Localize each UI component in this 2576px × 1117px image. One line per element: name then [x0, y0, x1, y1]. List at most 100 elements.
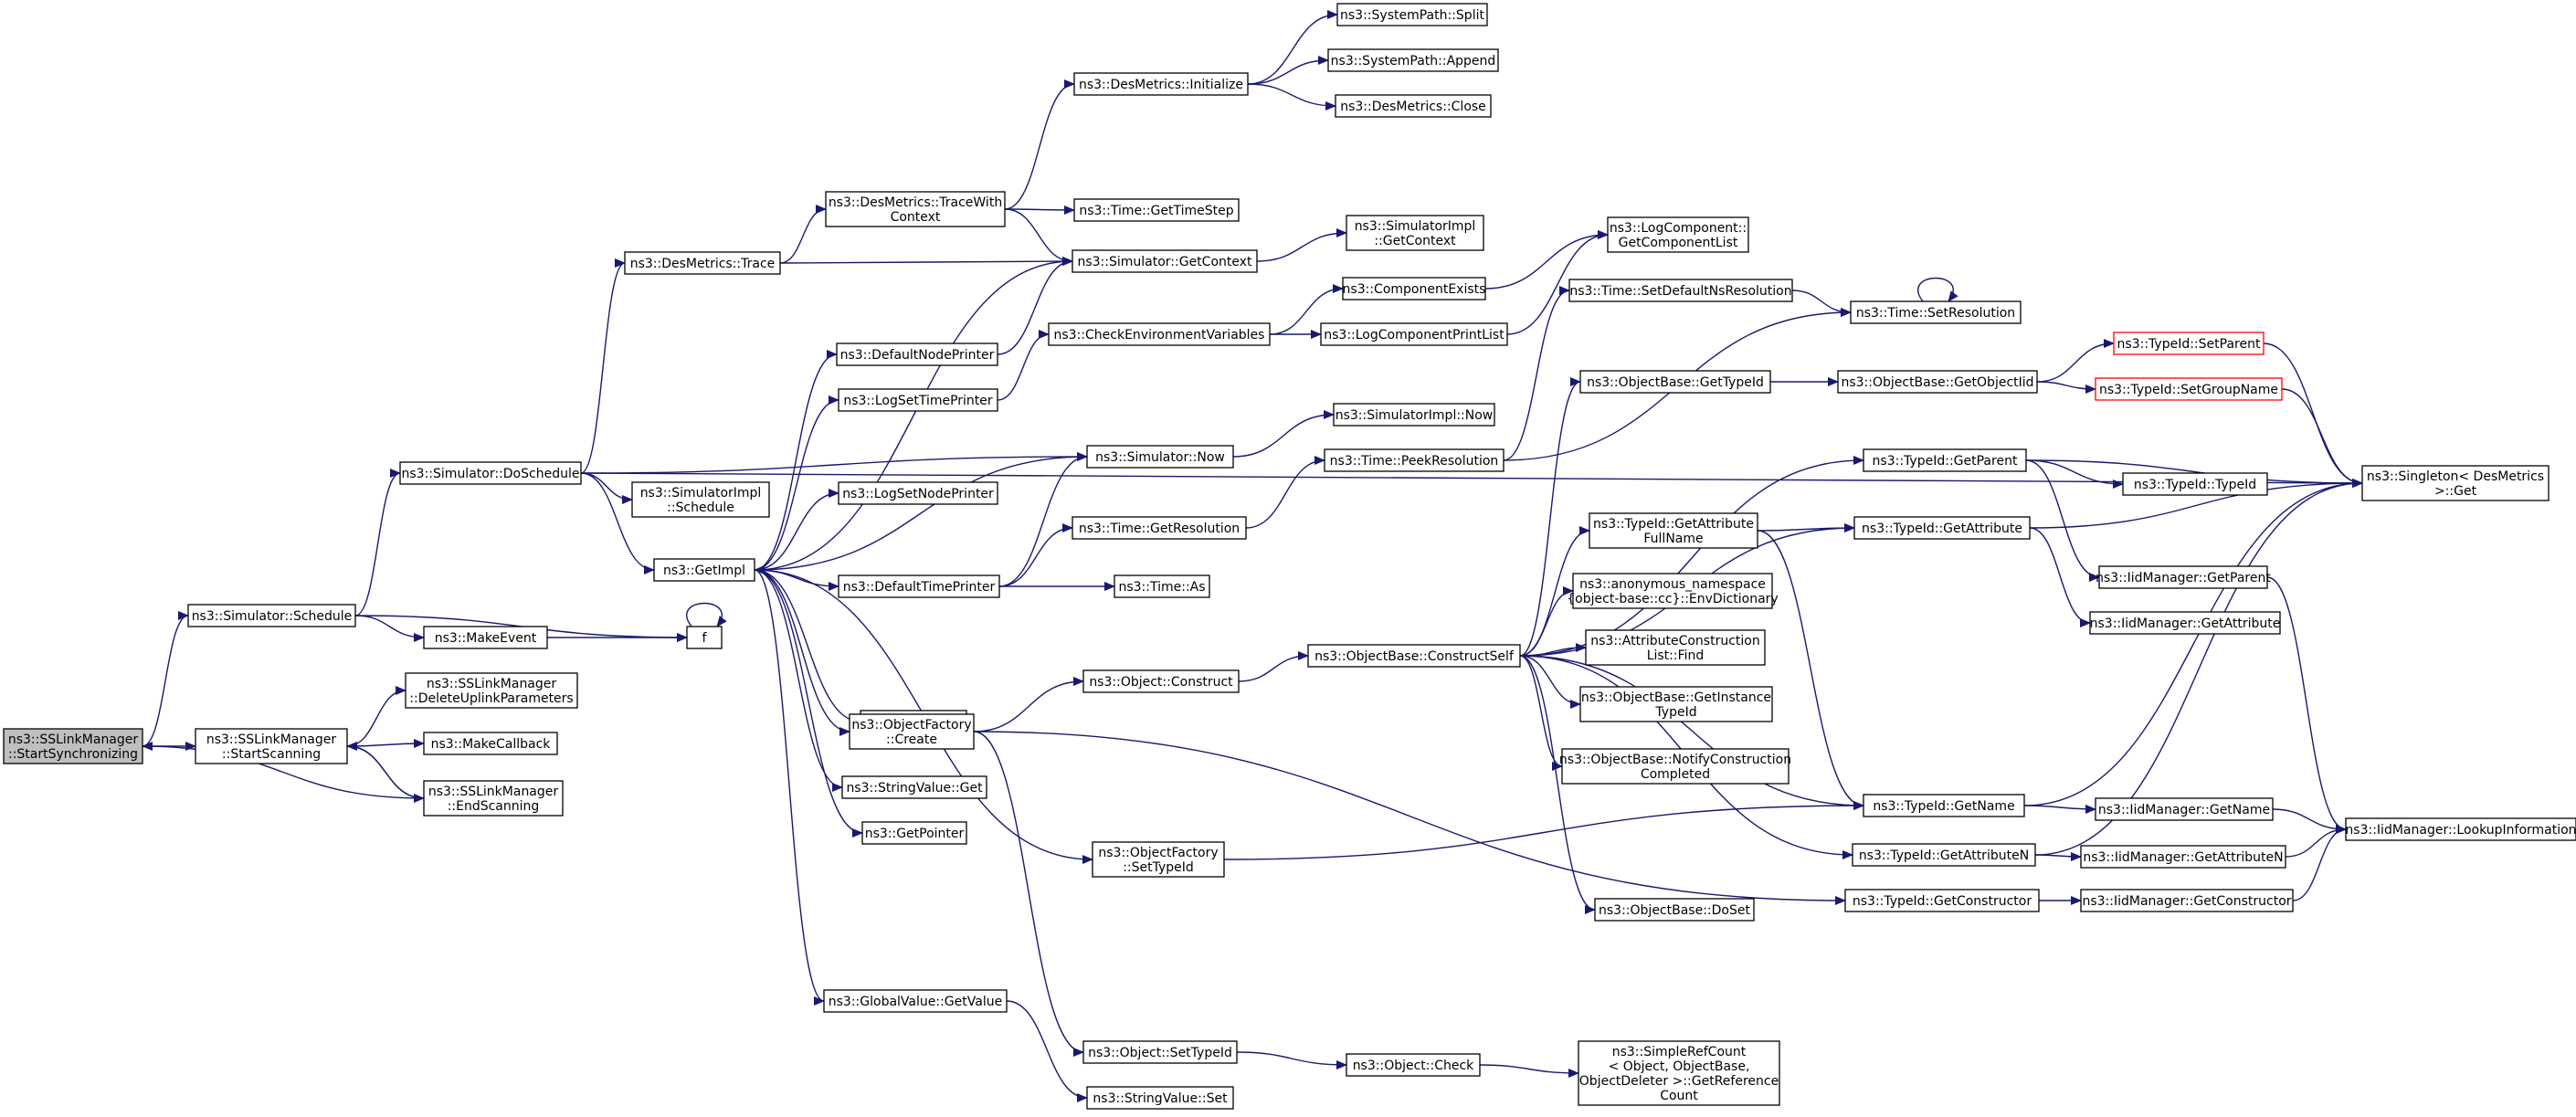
function-node-n56[interactable]: ns3::TypeId::GetAttribute — [1853, 516, 2031, 540]
node-label: < Object, ObjectBase, — [1609, 1059, 1750, 1074]
function-node-n3[interactable]: ns3::Simulator::DoSchedule — [399, 461, 582, 485]
function-node-n14[interactable]: ns3::LogSetTimePrinter — [838, 388, 998, 412]
function-node-n26[interactable]: ns3::Simulator::Now — [1086, 445, 1234, 469]
function-node-n38[interactable]: ns3::LogComponentPrintList — [1320, 322, 1508, 346]
function-node-n33[interactable]: ns3::SystemPath::Split — [1336, 3, 1488, 26]
function-node-n37[interactable]: ns3::ComponentExists — [1342, 277, 1486, 300]
function-node-n51[interactable]: ns3::ObjectBase::DoSet — [1594, 898, 1755, 922]
function-node-n67[interactable]: ns3::IidManager::GetConstructor — [2080, 889, 2294, 912]
function-node-n59[interactable]: ns3::TypeId::GetConstructor — [1844, 889, 2040, 912]
function-node-n16[interactable]: ns3::DefaultTimePrinter — [838, 574, 1000, 598]
function-node-n27[interactable]: ns3::Time::GetResolution — [1072, 516, 1247, 540]
function-node-n45[interactable]: ns3::ObjectBase::GetTypeId — [1579, 370, 1771, 394]
function-node-n31[interactable]: ns3::Object::SetTypeId — [1082, 1040, 1238, 1064]
function-node-n69[interactable]: ns3::IidManager::LookupInformation — [2345, 817, 2576, 841]
node-box — [1335, 94, 1492, 118]
function-node-n55[interactable]: ns3::TypeId::GetParent — [1863, 448, 2027, 472]
node-label: ns3::SSLinkManager — [428, 785, 559, 799]
node-box — [405, 672, 578, 709]
node-label: ns3::Simulator::Schedule — [192, 609, 353, 624]
function-node-n35[interactable]: ns3::DesMetrics::Close — [1335, 94, 1492, 118]
function-node-n24[interactable]: ns3::Simulator::GetContext — [1072, 249, 1258, 273]
function-node-n43[interactable]: ns3::LogComponent::GetComponentList — [1607, 216, 1749, 253]
function-node-n61[interactable]: ns3::TypeId::SetGroupName — [2095, 377, 2283, 401]
function-node-n11[interactable]: ns3::GetImpl — [653, 558, 755, 582]
function-node-n13[interactable]: ns3::DefaultNodePrinter — [836, 342, 998, 366]
node-box — [1333, 403, 1495, 427]
function-node-n50[interactable]: ns3::ObjectBase::NotifyConstructionCompl… — [1559, 748, 1791, 785]
function-node-n53[interactable]: ns3::Time::SetResolution — [1850, 300, 2022, 324]
node-box — [399, 461, 582, 485]
node-label: Completed — [1641, 767, 1710, 782]
function-node-n40[interactable]: ns3::Time::PeekResolution — [1324, 448, 1504, 472]
function-node-n52[interactable]: ns3::SimpleRefCount< Object, ObjectBase,… — [1578, 1040, 1780, 1106]
function-node-n36[interactable]: ns3::SimulatorImpl::GetContext — [1346, 215, 1484, 251]
function-node-n60[interactable]: ns3::TypeId::SetParent — [2113, 332, 2265, 355]
call-edge — [1757, 523, 1855, 533]
call-edge — [2029, 479, 2363, 529]
function-node-n19[interactable]: ns3::StringValue::Get — [841, 775, 987, 799]
function-node-n30[interactable]: ns3::ObjectFactory::SetTypeId — [1092, 841, 1225, 878]
function-node-n7[interactable]: ns3::MakeCallback — [423, 732, 558, 755]
node-label: ns3::SystemPath::Append — [1331, 54, 1496, 68]
node-label: {object-base::cc}::EnvDictionary — [1567, 592, 1778, 606]
function-node-n2[interactable]: ns3::SSLinkManager::StartScanning — [195, 728, 348, 764]
function-node-n6[interactable]: ns3::SSLinkManager::DeleteUplinkParamete… — [405, 672, 578, 709]
function-node-n5[interactable]: f — [686, 626, 723, 649]
node-layer: ns3::SSLinkManager::StartSynchronizingns… — [3, 3, 2576, 1110]
node-label: ns3::IidManager::GetConstructor — [2082, 894, 2291, 909]
call-edge — [580, 472, 655, 574]
node-box — [187, 604, 356, 627]
function-node-n47[interactable]: ns3::anonymous_namespace{object-base::cc… — [1567, 573, 1779, 609]
function-node-n54[interactable]: ns3::ObjectBase::GetObjectIid — [1837, 370, 2038, 394]
function-node-n63[interactable]: ns3::IidManager::GetParent — [2096, 565, 2271, 589]
node-label: ns3::SimulatorImpl — [640, 486, 762, 501]
function-node-n41[interactable]: ns3::ObjectBase::ConstructSelf — [1307, 644, 1521, 668]
function-node-n9[interactable]: ns3::DesMetrics::Trace — [624, 251, 781, 275]
function-node-n23[interactable]: ns3::Time::GetTimeStep — [1073, 198, 1240, 222]
function-node-n25[interactable]: ns3::CheckEnvironmentVariables — [1048, 322, 1271, 346]
function-node-n57[interactable]: ns3::TypeId::GetName — [1863, 794, 2025, 817]
call-edge — [2023, 479, 2363, 806]
function-node-n4[interactable]: ns3::MakeEvent — [423, 626, 548, 649]
function-node-n8[interactable]: ns3::SSLinkManager::EndScanning — [423, 780, 564, 817]
function-node-n62[interactable]: ns3::TypeId::TypeId — [2122, 472, 2268, 496]
node-label: ns3::DesMetrics::Trace — [630, 257, 776, 271]
function-node-n22[interactable]: ns3::DesMetrics::Initialize — [1073, 72, 1249, 96]
node-label: ns3::StringValue::Get — [846, 781, 983, 796]
node-box — [423, 732, 558, 755]
node-label: ns3::Time::PeekResolution — [1330, 454, 1499, 469]
node-box — [423, 780, 564, 817]
function-node-n32[interactable]: ns3::StringValue::Set — [1086, 1086, 1234, 1110]
node-box — [1594, 898, 1755, 922]
function-node-n42[interactable]: ns3::Object::Check — [1346, 1053, 1481, 1077]
node-label: ns3::DefaultNodePrinter — [840, 348, 995, 363]
function-node-n1[interactable]: ns3::Simulator::Schedule — [187, 604, 356, 627]
function-node-n28[interactable]: ns3::Time::As — [1114, 574, 1210, 598]
node-label: ns3::GetPointer — [865, 827, 965, 841]
node-box — [1589, 512, 1758, 549]
function-node-n58[interactable]: ns3::TypeId::GetAttributeN — [1852, 843, 2036, 867]
function-node-n66[interactable]: ns3::IidManager::GetAttributeN — [2080, 845, 2286, 869]
function-node-n65[interactable]: ns3::IidManager::GetName — [2095, 797, 2274, 821]
function-node-n44[interactable]: ns3::Time::SetDefaultNsResolution — [1568, 279, 1793, 302]
call-edge — [754, 569, 825, 1006]
function-node-n34[interactable]: ns3::SystemPath::Append — [1327, 48, 1499, 72]
function-node-n39[interactable]: ns3::SimulatorImpl::Now — [1333, 403, 1495, 427]
function-node-n29[interactable]: ns3::Object::Construct — [1082, 669, 1240, 693]
function-node-n20[interactable]: ns3::GetPointer — [861, 821, 967, 845]
function-node-n68[interactable]: ns3::Singleton< DesMetrics >::Get — [2361, 465, 2550, 501]
node-label: >::Get — [2434, 484, 2477, 499]
function-node-n18[interactable]: ns3::ObjectFactory::Create — [849, 713, 975, 750]
function-node-n64[interactable]: ns3::IidManager::GetAttribute — [2089, 611, 2281, 635]
function-node-n10[interactable]: ns3::SimulatorImpl::Schedule — [631, 481, 770, 518]
function-node-n15[interactable]: ns3::LogSetNodePrinter — [838, 481, 998, 505]
function-node-n21[interactable]: ns3::GlobalValue::GetValue — [823, 989, 1008, 1013]
function-node-n0[interactable]: ns3::SSLinkManager::StartSynchronizing — [3, 728, 143, 764]
node-box — [1114, 574, 1210, 598]
node-label: ns3::LogComponentPrintList — [1324, 328, 1504, 342]
